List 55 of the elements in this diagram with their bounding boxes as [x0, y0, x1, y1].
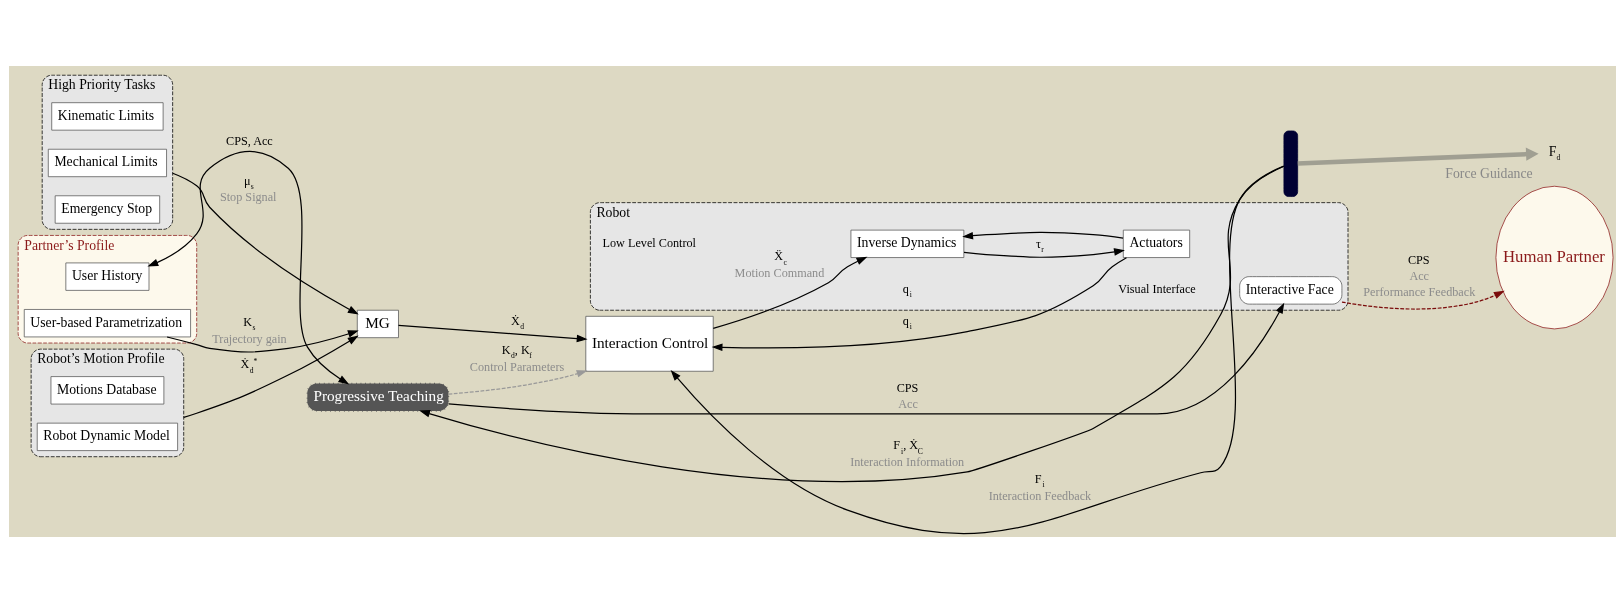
- arrow: [712, 256, 867, 329]
- arrow: [146, 150, 349, 384]
- node-box: Interaction Control: [584, 315, 714, 372]
- node-box: Inverse Dynamics: [850, 229, 964, 258]
- edge-label: q$_{i}$: [902, 281, 912, 299]
- label: Interaction Information: [849, 454, 964, 469]
- edge-label: K$_{s}$: [242, 314, 255, 332]
- arrow: [961, 231, 1124, 239]
- node-box: Motions Database: [50, 375, 164, 404]
- label: Low Level Control: [602, 235, 696, 250]
- node-box: Mechanical Limits: [47, 148, 167, 177]
- edge-label: Ẍ$_{c}$: [773, 248, 787, 267]
- arrow: [1297, 147, 1539, 166]
- label: Visual Interface: [1117, 281, 1196, 296]
- node-box: User-based Parametrization: [23, 308, 191, 337]
- arrow: [1340, 290, 1505, 310]
- arrow: [418, 165, 1284, 482]
- arrow: [962, 247, 1125, 258]
- node-bar: [1283, 130, 1298, 197]
- label: Motion Command: [734, 265, 824, 280]
- edge-label: K$_{d}$, K$_{f}$: [501, 342, 532, 360]
- arrow: [182, 335, 359, 418]
- node-ellipse: Human Partner: [1495, 185, 1613, 329]
- node-text: F$_{d}$: [1548, 143, 1560, 162]
- label: q$_{i}$: [902, 313, 912, 331]
- node-box: Interactive Face: [1238, 275, 1342, 304]
- edge-label: μ$_{s}$: [243, 173, 254, 191]
- arrow: [711, 256, 1127, 351]
- node-box: Robot Dynamic Model: [36, 422, 178, 451]
- arrow: [397, 324, 588, 342]
- node-box: Progressive Teaching: [306, 382, 449, 412]
- edge-label: CPS: [896, 380, 918, 395]
- label: Acc: [1408, 268, 1429, 283]
- label: Performance Feedback: [1362, 284, 1475, 299]
- label: Acc: [897, 396, 918, 411]
- label: Trajectory gain: [211, 330, 287, 345]
- node-box: Kinematic Limits: [50, 101, 163, 131]
- edge-label: CPS, Acc: [225, 133, 273, 148]
- arrow: [447, 302, 1284, 415]
- edge-label: Ẋ$_{d}$: [510, 313, 524, 331]
- arrow: [447, 369, 587, 395]
- arrow: [670, 165, 1284, 534]
- node-box: Actuators: [1122, 229, 1190, 258]
- arrow: [171, 172, 359, 314]
- edge-label: CPS: [1407, 252, 1430, 267]
- node-box: MG: [356, 309, 399, 338]
- label: Interaction Feedback: [988, 488, 1091, 503]
- edge-label: F$_{i}$, Ẋ$_{C}$: [892, 437, 923, 456]
- edge-label: τ$_{r}$: [1035, 236, 1044, 254]
- node-box: Emergency Stop: [54, 194, 160, 224]
- label: Stop Signal: [219, 189, 277, 204]
- label: Control Parameters: [469, 359, 564, 374]
- edge-label: F$_{i}$: [1034, 471, 1045, 489]
- node-label: Force Guidance: [1444, 165, 1533, 181]
- node-box: User History: [64, 262, 149, 291]
